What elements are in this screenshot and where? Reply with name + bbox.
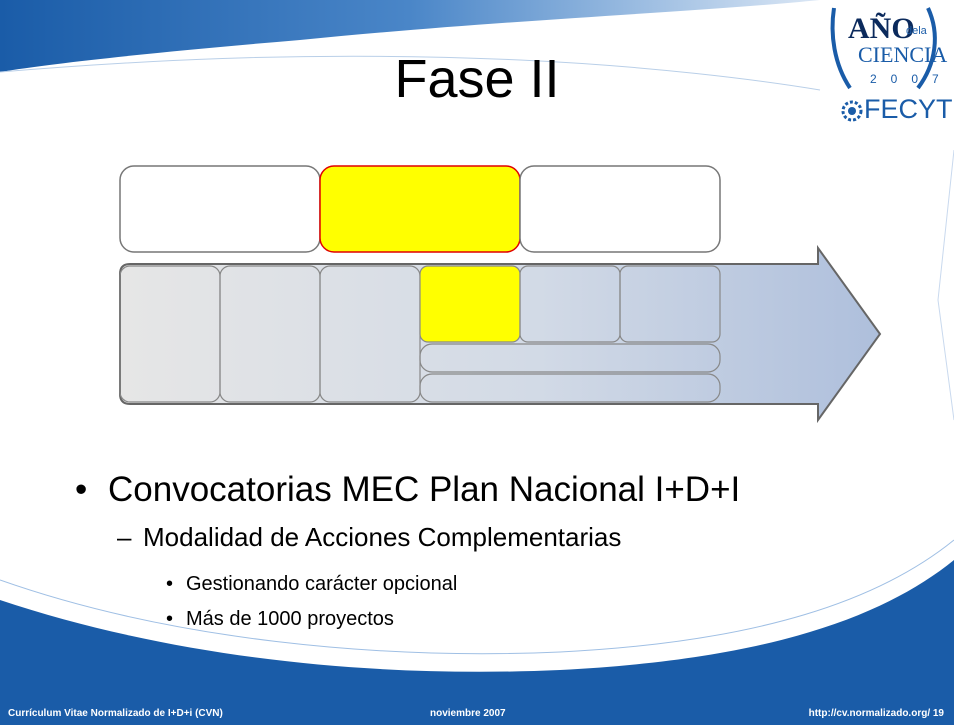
footer-url-page: http://cv.normalizado.org/ 19 [808, 708, 944, 719]
logo-ano-text: AÑO [848, 12, 915, 45]
fecyt-emblem-icon [841, 100, 863, 122]
bottom-band [0, 560, 954, 725]
arrow-cell-4-highlighted [419, 265, 521, 343]
logo-bracket-icon [830, 7, 937, 90]
top-swoosh [0, 0, 820, 72]
top-box-1 [119, 165, 321, 253]
logo-ciencia-text: CIENCIA [858, 42, 948, 67]
arrow-cell-6 [619, 265, 721, 343]
footer-date: noviembre 2007 [430, 708, 506, 719]
footer-title: Currículum Vitae Normalizado de I+D+i (C… [8, 708, 223, 719]
logo-dela-text: dela [906, 25, 927, 37]
arrow-bar-2 [419, 373, 721, 403]
slide-title: Fase II [394, 49, 560, 109]
top-box-3 [519, 165, 721, 253]
ano-ciencia-logo: AÑO dela CIENCIA 2007 FECYT [820, 4, 953, 134]
top-box-2-highlighted [319, 165, 521, 253]
arrow-bar-1 [419, 343, 721, 373]
logo-fecyt-text: FECYT [864, 94, 953, 124]
logo-year-text: 2007 [870, 72, 953, 86]
